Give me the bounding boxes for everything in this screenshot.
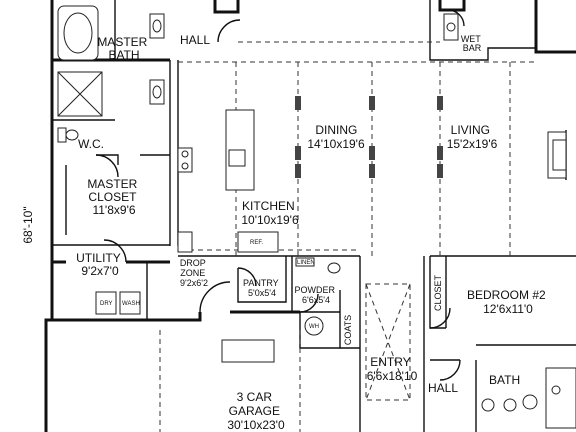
drop-zone-name-line1: DROP — [180, 258, 206, 268]
drop-zone-label: DROP ZONE 9'2x6'2 — [180, 258, 208, 288]
utility-name: UTILITY — [76, 251, 121, 265]
garage-size: 30'10x23'0 — [227, 418, 285, 432]
wh-label: WH — [309, 324, 319, 330]
bedroom2-label: BEDROOM #2 12'6x11'0 — [467, 288, 549, 316]
interior-walls — [52, 0, 576, 432]
ref-label: REF. — [250, 240, 263, 246]
closet-label: CLOSET — [433, 274, 443, 311]
wet-bar-name-line1: WET — [461, 34, 481, 44]
entry-size: 6'6x18'10 — [367, 369, 418, 383]
dining-size: 14'10x19'6 — [307, 137, 365, 151]
dining-name: DINING — [315, 123, 357, 137]
garage-name-line2: GARAGE — [229, 404, 280, 418]
utility-size: 9'2x7'0 — [81, 264, 119, 278]
kitchen-label: KITCHEN 10'10x19'6 — [241, 199, 299, 227]
master-bath-name-line1: MASTER — [97, 35, 147, 49]
hall-bottom-label: HALL — [428, 381, 458, 395]
master-closet-size: 11'8x9'6 — [92, 203, 135, 217]
wet-bar-name-line2: BAR — [463, 43, 482, 53]
drop-zone-size: 9'2x6'2 — [180, 278, 208, 288]
master-closet-name-line1: MASTER — [87, 177, 137, 191]
powder-name: POWDER — [294, 285, 335, 295]
powder-size: 6'6x5'4 — [302, 295, 330, 305]
bedroom2-name: BEDROOM #2 — [467, 288, 546, 302]
master-closet-label: MASTER CLOSET 11'8x9'6 — [87, 177, 140, 217]
pantry-name: PANTRY — [243, 278, 279, 288]
kitchen-name: KITCHEN — [242, 199, 295, 213]
ceiling-beams — [159, 41, 536, 432]
room-labels: MASTER BATH HALL WET BAR W.C. MASTER CLO… — [76, 33, 549, 432]
door-swings — [95, 9, 465, 381]
drop-zone-name-line2: ZONE — [180, 268, 205, 278]
bedroom2-size: 12'6x11'0 — [483, 302, 533, 316]
powder-label: POWDER 6'6x5'4 — [294, 285, 337, 305]
entry-label: ENTRY 6'6x18'10 — [367, 355, 418, 383]
wc-label: W.C. — [78, 137, 104, 151]
garage-label: 3 CAR GARAGE 30'10x23'0 — [227, 390, 285, 432]
bath-label: BATH — [489, 373, 520, 387]
wash-label: WASH — [122, 301, 140, 307]
dry-label: DRY — [100, 301, 113, 307]
living-label: LIVING 15'2x19'6 — [447, 123, 498, 151]
garage-name-line1: 3 CAR — [237, 390, 273, 404]
living-name: LIVING — [451, 123, 490, 137]
linen-label: LINEN — [297, 260, 315, 266]
living-size: 15'2x19'6 — [447, 137, 498, 151]
kitchen-size: 10'10x19'6 — [241, 213, 299, 227]
overall-dimension-label: 68'-10" — [21, 206, 35, 243]
pantry-size: 5'0x5'4 — [248, 288, 276, 298]
master-bath-name-line2: BATH — [108, 48, 139, 62]
beam-posts — [295, 96, 443, 178]
master-bath-label: MASTER BATH — [97, 35, 150, 62]
dining-label: DINING 14'10x19'6 — [307, 123, 365, 151]
master-closet-name-line2: CLOSET — [88, 190, 137, 204]
fixtures: REF. DRY WASH LINEN WH — [57, 5, 576, 429]
hall-top-label: HALL — [180, 33, 210, 47]
entry-name: ENTRY — [370, 355, 410, 369]
coats-label: COATS — [343, 315, 353, 345]
pantry-label: PANTRY 5'0x5'4 — [243, 278, 281, 298]
utility-label: UTILITY 9'2x7'0 — [76, 251, 124, 278]
wet-bar-label: WET BAR — [461, 34, 483, 53]
